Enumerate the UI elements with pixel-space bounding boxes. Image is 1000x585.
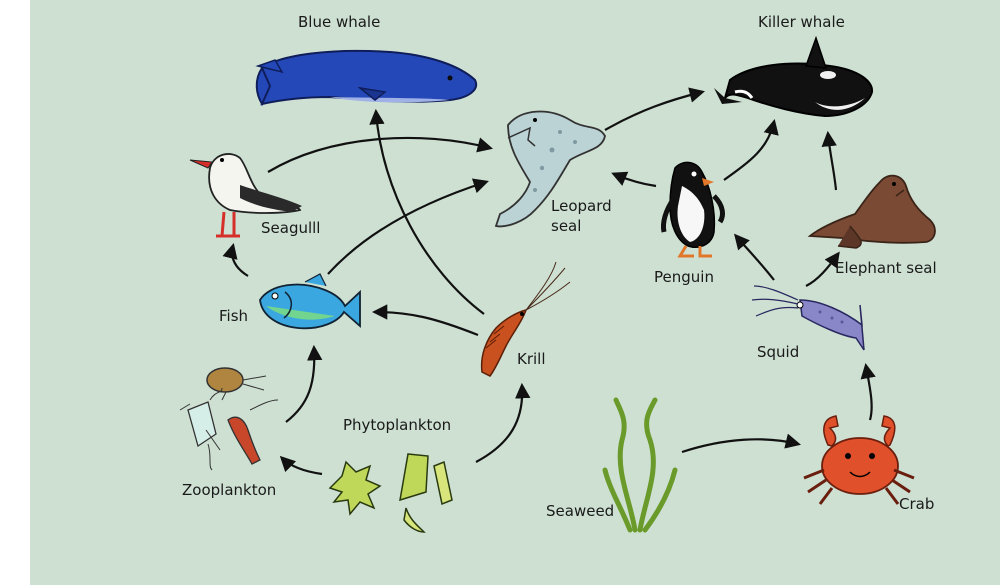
zooplankton-illustration	[179, 367, 279, 471]
phytoplankton-illustration	[328, 453, 453, 533]
label-blue-whale: Blue whale	[298, 13, 381, 31]
label-seagull: Seagulll	[261, 219, 321, 237]
elephant-seal-illustration	[807, 174, 936, 249]
label-fish: Fish	[219, 307, 249, 325]
blue-whale-illustration	[255, 49, 478, 107]
crab-illustration	[803, 415, 915, 505]
label-leopard-seal-line2: seal	[551, 217, 582, 235]
squid-illustration	[751, 285, 865, 351]
fish-illustration	[259, 273, 361, 330]
label-phytoplankton: Phytoplankton	[343, 416, 452, 434]
label-killer-whale: Killer whale	[758, 13, 845, 31]
label-leopard-seal-line1: Leopard	[551, 197, 612, 215]
food-web-diagram: Blue whale Killer whale Seagulll Leopard…	[30, 0, 1000, 585]
label-elephant-seal: Elephant seal	[835, 259, 937, 277]
label-crab: Crab	[899, 495, 935, 513]
label-squid: Squid	[757, 343, 800, 361]
leopard-seal-illustration	[494, 110, 606, 228]
label-seaweed: Seaweed	[546, 502, 615, 520]
killer-whale-illustration	[714, 35, 874, 118]
penguin-illustration	[661, 161, 725, 258]
label-zooplankton: Zooplankton	[182, 481, 277, 499]
seaweed-illustration	[602, 397, 678, 533]
krill-illustration	[480, 261, 571, 377]
illustrations	[179, 35, 936, 533]
label-penguin: Penguin	[654, 268, 714, 286]
label-krill: Krill	[517, 350, 546, 368]
seagull-illustration	[189, 153, 302, 238]
